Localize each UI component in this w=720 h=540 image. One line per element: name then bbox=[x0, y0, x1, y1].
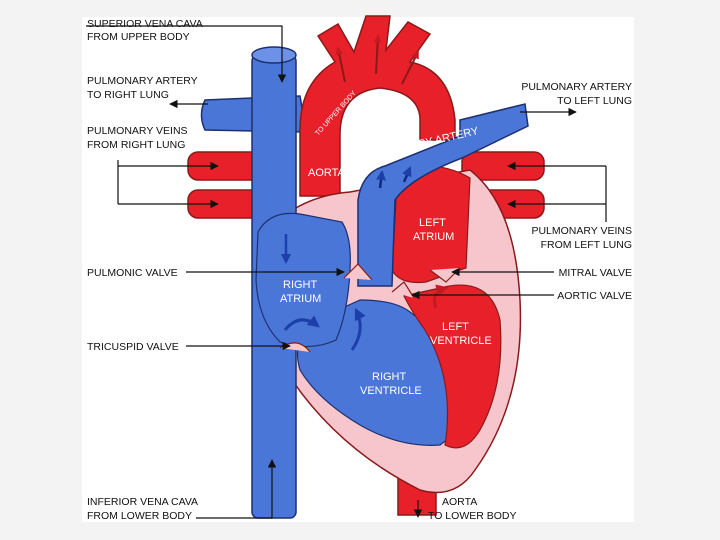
label-superior-vena-cava-1: SUPERIOR VENA CAVA bbox=[87, 18, 203, 30]
right-atrium bbox=[255, 212, 351, 348]
label-inferior-vena-cava-2: FROM LOWER BODY bbox=[87, 510, 192, 522]
label-aortic-valve: AORTIC VALVE bbox=[557, 290, 632, 302]
label-right-atrium-2: ATRIUM bbox=[280, 293, 321, 305]
label-pv-right-lung-1: PULMONARY VEINS bbox=[87, 125, 188, 137]
label-left-atrium-2: ATRIUM bbox=[413, 231, 454, 243]
label-left-ventricle-2: VENTRICLE bbox=[430, 335, 492, 347]
label-pa-right-lung-1: PULMONARY ARTERY bbox=[87, 75, 198, 87]
label-inferior-vena-cava-1: INFERIOR VENA CAVA bbox=[87, 496, 198, 508]
aortic-arch bbox=[299, 15, 456, 197]
label-pv-left-lung-2: FROM LEFT LUNG bbox=[541, 239, 632, 251]
label-aorta-lower-body-2: TO LOWER BODY bbox=[428, 510, 517, 522]
left-ventricle bbox=[403, 284, 502, 449]
label-tricuspid-valve: TRICUSPID VALVE bbox=[87, 341, 179, 353]
label-pulmonic-valve: PULMONIC VALVE bbox=[87, 267, 178, 279]
label-aorta: AORTA bbox=[308, 167, 346, 179]
label-right-ventricle-2: VENTRICLE bbox=[360, 385, 422, 397]
label-left-ventricle-1: LEFT bbox=[442, 321, 469, 333]
label-pv-left-lung-1: PULMONARY VEINS bbox=[531, 225, 632, 237]
label-pa-left-lung-2: TO LEFT LUNG bbox=[557, 95, 632, 107]
label-pa-right-lung-2: TO RIGHT LUNG bbox=[87, 89, 169, 101]
label-left-atrium-1: LEFT bbox=[419, 217, 446, 229]
label-mitral-valve: MITRAL VALVE bbox=[559, 267, 632, 279]
label-pv-right-lung-2: FROM RIGHT LUNG bbox=[87, 139, 185, 151]
label-pa-left-lung-1: PULMONARY ARTERY bbox=[521, 81, 632, 93]
label-right-atrium-1: RIGHT bbox=[283, 279, 318, 291]
label-right-ventricle-1: RIGHT bbox=[372, 371, 407, 383]
label-to-lower-body: TO LOWER BODY bbox=[353, 103, 412, 125]
aortic-valve bbox=[391, 281, 415, 299]
pulmonic-valve bbox=[343, 263, 373, 281]
pulmonary-trunk bbox=[357, 103, 529, 287]
label-superior-vena-cava-2: FROM UPPER BODY bbox=[87, 31, 190, 43]
label-aorta-lower-body-1: AORTA bbox=[442, 496, 477, 508]
